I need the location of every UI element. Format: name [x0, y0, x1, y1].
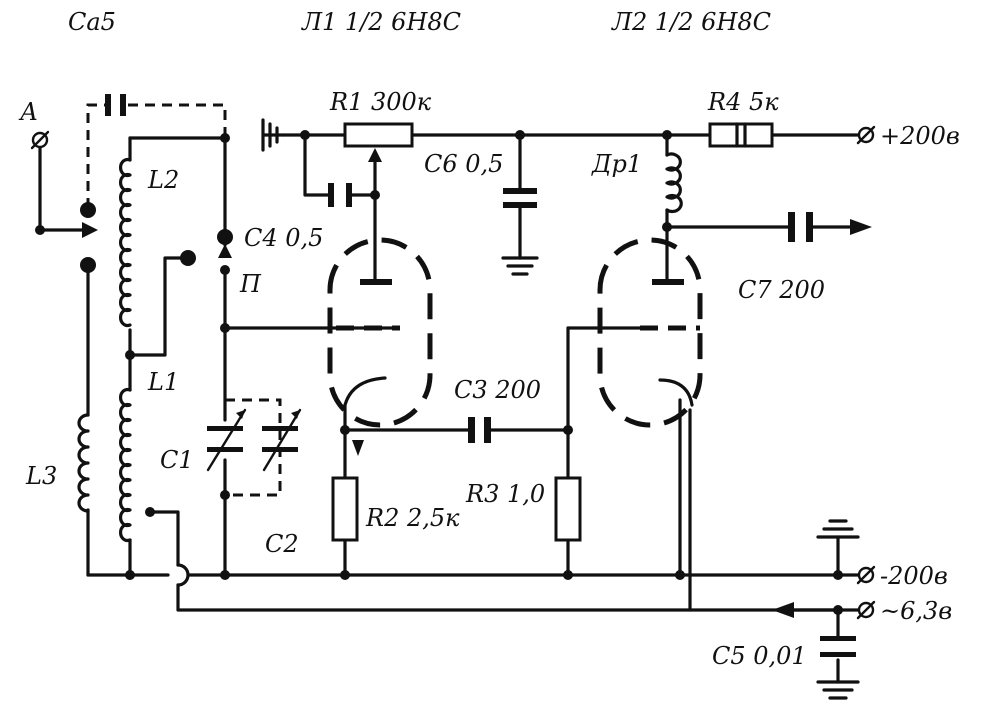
- ground-c5: [816, 680, 860, 700]
- label-minus200: -200в: [880, 562, 948, 590]
- label-r1: R1 300к: [329, 88, 432, 116]
- choke-dr1: [665, 152, 683, 214]
- capacitor-c6: [503, 188, 537, 208]
- label-p: П: [239, 270, 262, 298]
- label-dr1: Др1: [591, 150, 642, 178]
- label-l1: L1: [147, 368, 179, 396]
- label-c7: С7 200: [738, 276, 825, 304]
- antenna-arrow-icon: [82, 222, 98, 238]
- label-c6: С6 0,5: [424, 150, 503, 178]
- terminal-ac63: [856, 600, 876, 620]
- junction-dots: [35, 130, 843, 615]
- terminal-plus200: [856, 125, 876, 145]
- tube-l2: [597, 237, 703, 428]
- label-tube2: Л2 1/2 6Н8С: [611, 8, 771, 36]
- terminal-antenna: [30, 130, 50, 150]
- capacitor-c7: [788, 212, 813, 242]
- label-c5: С5 0,01: [712, 642, 807, 670]
- label-antenna: А: [18, 98, 38, 126]
- r1-wiper-arrow: [368, 148, 382, 162]
- resistor-r3: [554, 476, 582, 542]
- coil-l3: [77, 413, 90, 513]
- label-c4: С4 0,5: [244, 224, 323, 252]
- label-ac63: ~6,3в: [880, 597, 952, 625]
- coil-l2: [118, 157, 132, 328]
- capacitor-ca5: [105, 94, 126, 116]
- label-plus200: +200в: [880, 122, 960, 150]
- label-c3: С3 200: [454, 376, 541, 404]
- resistor-r1: [343, 122, 414, 148]
- terminal-minus200: [856, 565, 876, 585]
- label-r2: R2 2,5к: [365, 504, 460, 532]
- capacitor-c5: [820, 636, 856, 657]
- cathode-arrow-icon: [352, 440, 364, 456]
- resistor-r4: [708, 122, 774, 148]
- ground-c6: [501, 256, 539, 276]
- capacitor-bypass-r1: [328, 183, 352, 207]
- label-ca5: Сa5: [68, 8, 116, 36]
- filament-arrow-icon: [772, 602, 794, 618]
- label-c2: С2: [265, 530, 299, 558]
- label-r3: R3 1,0: [465, 480, 545, 508]
- tube-l1: [327, 237, 433, 428]
- label-r4: R4 5к: [707, 88, 779, 116]
- ground-chassis-top: [261, 118, 279, 152]
- capacitor-c3: [468, 417, 491, 443]
- capacitor-c1: [206, 408, 247, 472]
- resistor-r2: [331, 476, 359, 542]
- switch-p-arrow-icon: [218, 244, 232, 258]
- labels: Сa5 Л1 1/2 6Н8С Л2 1/2 6Н8С А L2 L1 L3 R…: [18, 8, 960, 670]
- label-tube1: Л1 1/2 6Н8С: [301, 8, 461, 36]
- label-c1: С1: [160, 446, 194, 474]
- output-arrow-icon: [850, 219, 872, 235]
- label-l2: L2: [147, 166, 179, 194]
- label-l3: L3: [25, 462, 57, 490]
- ground-minus200: [816, 519, 860, 539]
- capacitor-c2: [262, 408, 302, 472]
- coil-l1: [118, 387, 132, 543]
